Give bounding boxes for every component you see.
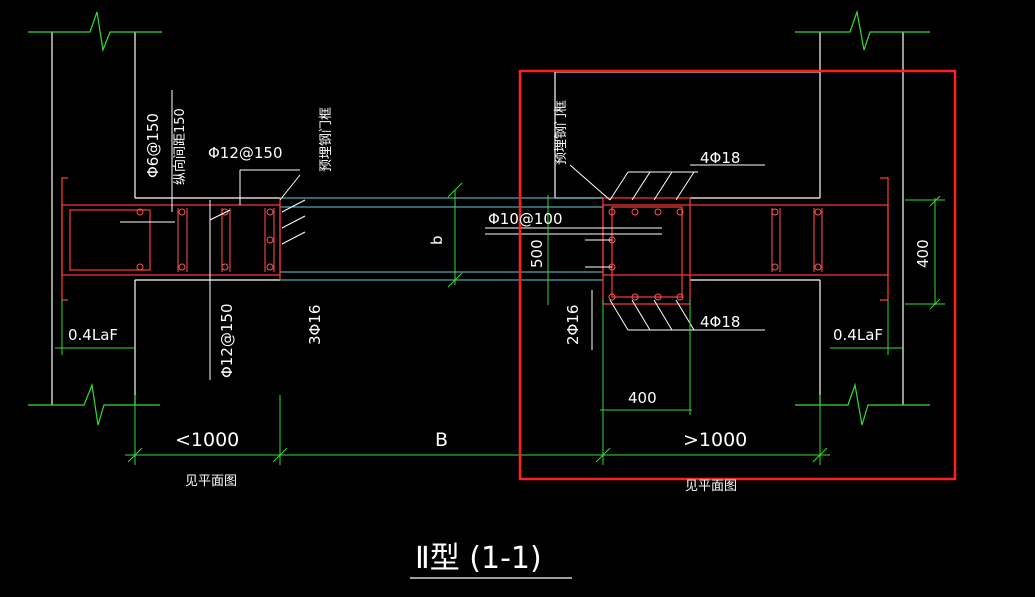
bottom-bars-label: 4Φ18 xyxy=(700,313,740,331)
tie-top-label: Φ12@150 xyxy=(208,144,283,162)
rebar-ties xyxy=(177,208,823,272)
right-concrete xyxy=(602,177,889,305)
drawing-title: Ⅱ型 (1-1) xyxy=(415,541,542,576)
dim-left-label: <1000 xyxy=(175,429,239,451)
note-right-label: 见平面图 xyxy=(685,479,737,494)
note-left-label: 见平面图 xyxy=(185,474,237,489)
left-wall-break-bottom xyxy=(28,382,160,426)
right-wall-break-top xyxy=(795,9,930,51)
long-bar-desc-label: 纵向间距150 xyxy=(172,108,188,185)
anchor-left-label: 0.4LaF xyxy=(68,326,118,344)
left-concrete xyxy=(61,177,281,301)
dim-center-label: B xyxy=(435,429,448,451)
right-wall-break-bottom xyxy=(795,382,930,426)
embedded-frame-right-label: 预埋钢门框 xyxy=(554,100,569,165)
right-wall xyxy=(554,32,904,405)
height-400-label: 400 xyxy=(914,239,932,268)
width-400-label: 400 xyxy=(628,389,657,407)
opening-lines xyxy=(280,197,603,281)
main-bars-left-label: 3Φ16 xyxy=(306,305,324,345)
stirrup-label: Φ10@100 xyxy=(488,210,563,228)
leader-lines xyxy=(120,90,765,380)
long-bar-spacing-label: Φ6@150 xyxy=(144,113,162,178)
dim-right-label: >1000 xyxy=(683,429,747,451)
dimension-lines xyxy=(55,182,945,465)
highlight-box xyxy=(518,69,957,481)
wall-thickness-label: b xyxy=(428,235,446,245)
side-bars-label: 2Φ16 xyxy=(564,305,582,345)
rebar-dots xyxy=(136,208,822,301)
embedded-frame-left-label: 预埋钢门框 xyxy=(319,107,334,172)
left-wall xyxy=(51,32,280,405)
tie-bottom-label: Φ12@150 xyxy=(218,303,236,378)
anchor-right-label: 0.4LaF xyxy=(833,326,883,344)
height-500-label: 500 xyxy=(528,239,546,268)
left-wall-break-top xyxy=(28,11,162,53)
top-bars-label: 4Φ18 xyxy=(700,149,740,167)
